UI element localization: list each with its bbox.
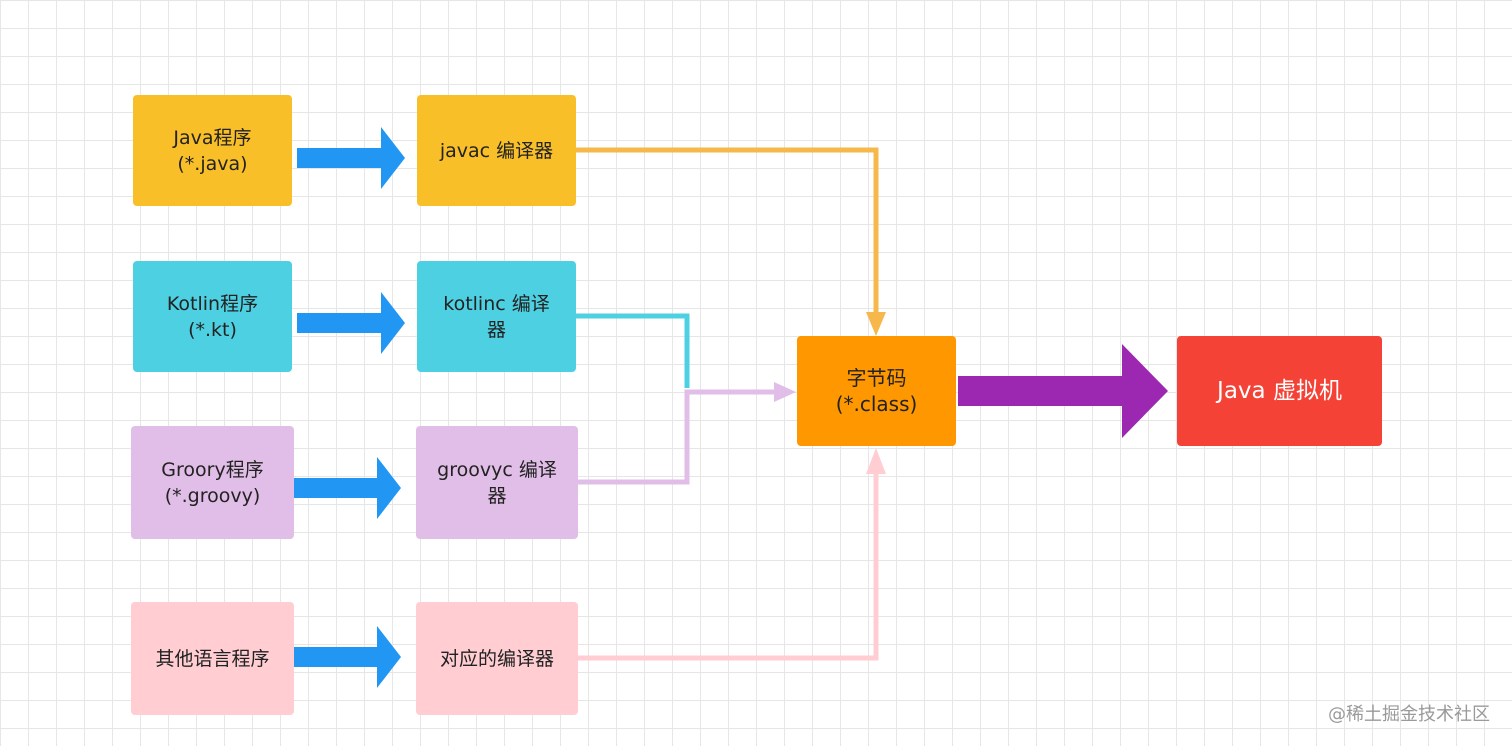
node-groovyc-compiler: groovyc 编译 器 xyxy=(416,426,578,539)
edge-other-to-bytecode-arrowhead xyxy=(866,448,886,474)
node-bytecode: 字节码 (*.class) xyxy=(797,336,956,446)
arrow-groovy-to-groovyc xyxy=(293,457,401,519)
node-kotlin-program: Kotlin程序 (*.kt) xyxy=(133,261,292,372)
node-other-language-program-label: 其他语言程序 xyxy=(155,647,270,670)
arrow-java-to-javac xyxy=(297,127,405,189)
node-other-language-program: 其他语言程序 xyxy=(131,602,294,715)
node-groovyc-compiler-label: groovyc 编译 器 xyxy=(437,458,557,507)
arrow-other-to-compiler xyxy=(293,626,401,688)
node-java-program-label: Java程序 (*.java) xyxy=(173,126,252,175)
node-javac-compiler: javac 编译器 xyxy=(417,95,576,206)
node-corresponding-compiler: 对应的编译器 xyxy=(416,602,578,715)
watermark: @稀土掘金技术社区 xyxy=(1328,704,1490,725)
edge-groovyc-to-bytecode xyxy=(578,389,780,485)
node-groovy-program-label: Groory程序 (*.groovy) xyxy=(161,458,264,507)
edge-javac-to-bytecode xyxy=(576,147,879,318)
edge-javac-to-bytecode-arrowhead xyxy=(866,312,886,336)
node-java-virtual-machine: Java 虚拟机 xyxy=(1177,336,1382,446)
edge-kotlinc-to-bytecode xyxy=(576,313,690,388)
node-java-virtual-machine-label: Java 虚拟机 xyxy=(1217,378,1342,404)
node-javac-compiler-label: javac 编译器 xyxy=(439,139,554,162)
node-corresponding-compiler-label: 对应的编译器 xyxy=(439,647,554,670)
arrow-kotlin-to-kotlinc xyxy=(297,292,405,354)
node-kotlinc-compiler: kotlinc 编译 器 xyxy=(417,261,576,372)
node-groovy-program: Groory程序 (*.groovy) xyxy=(131,426,294,539)
node-kotlin-program-label: Kotlin程序 (*.kt) xyxy=(166,292,259,341)
arrow-bytecode-to-jvm xyxy=(958,344,1168,438)
edge-other-to-bytecode xyxy=(578,468,879,661)
node-bytecode-label: 字节码 (*.class) xyxy=(835,366,918,416)
edge-groovyc-to-bytecode-arrowhead xyxy=(774,382,796,402)
node-kotlinc-compiler-label: kotlinc 编译 器 xyxy=(443,292,550,341)
node-java-program: Java程序 (*.java) xyxy=(133,95,292,206)
